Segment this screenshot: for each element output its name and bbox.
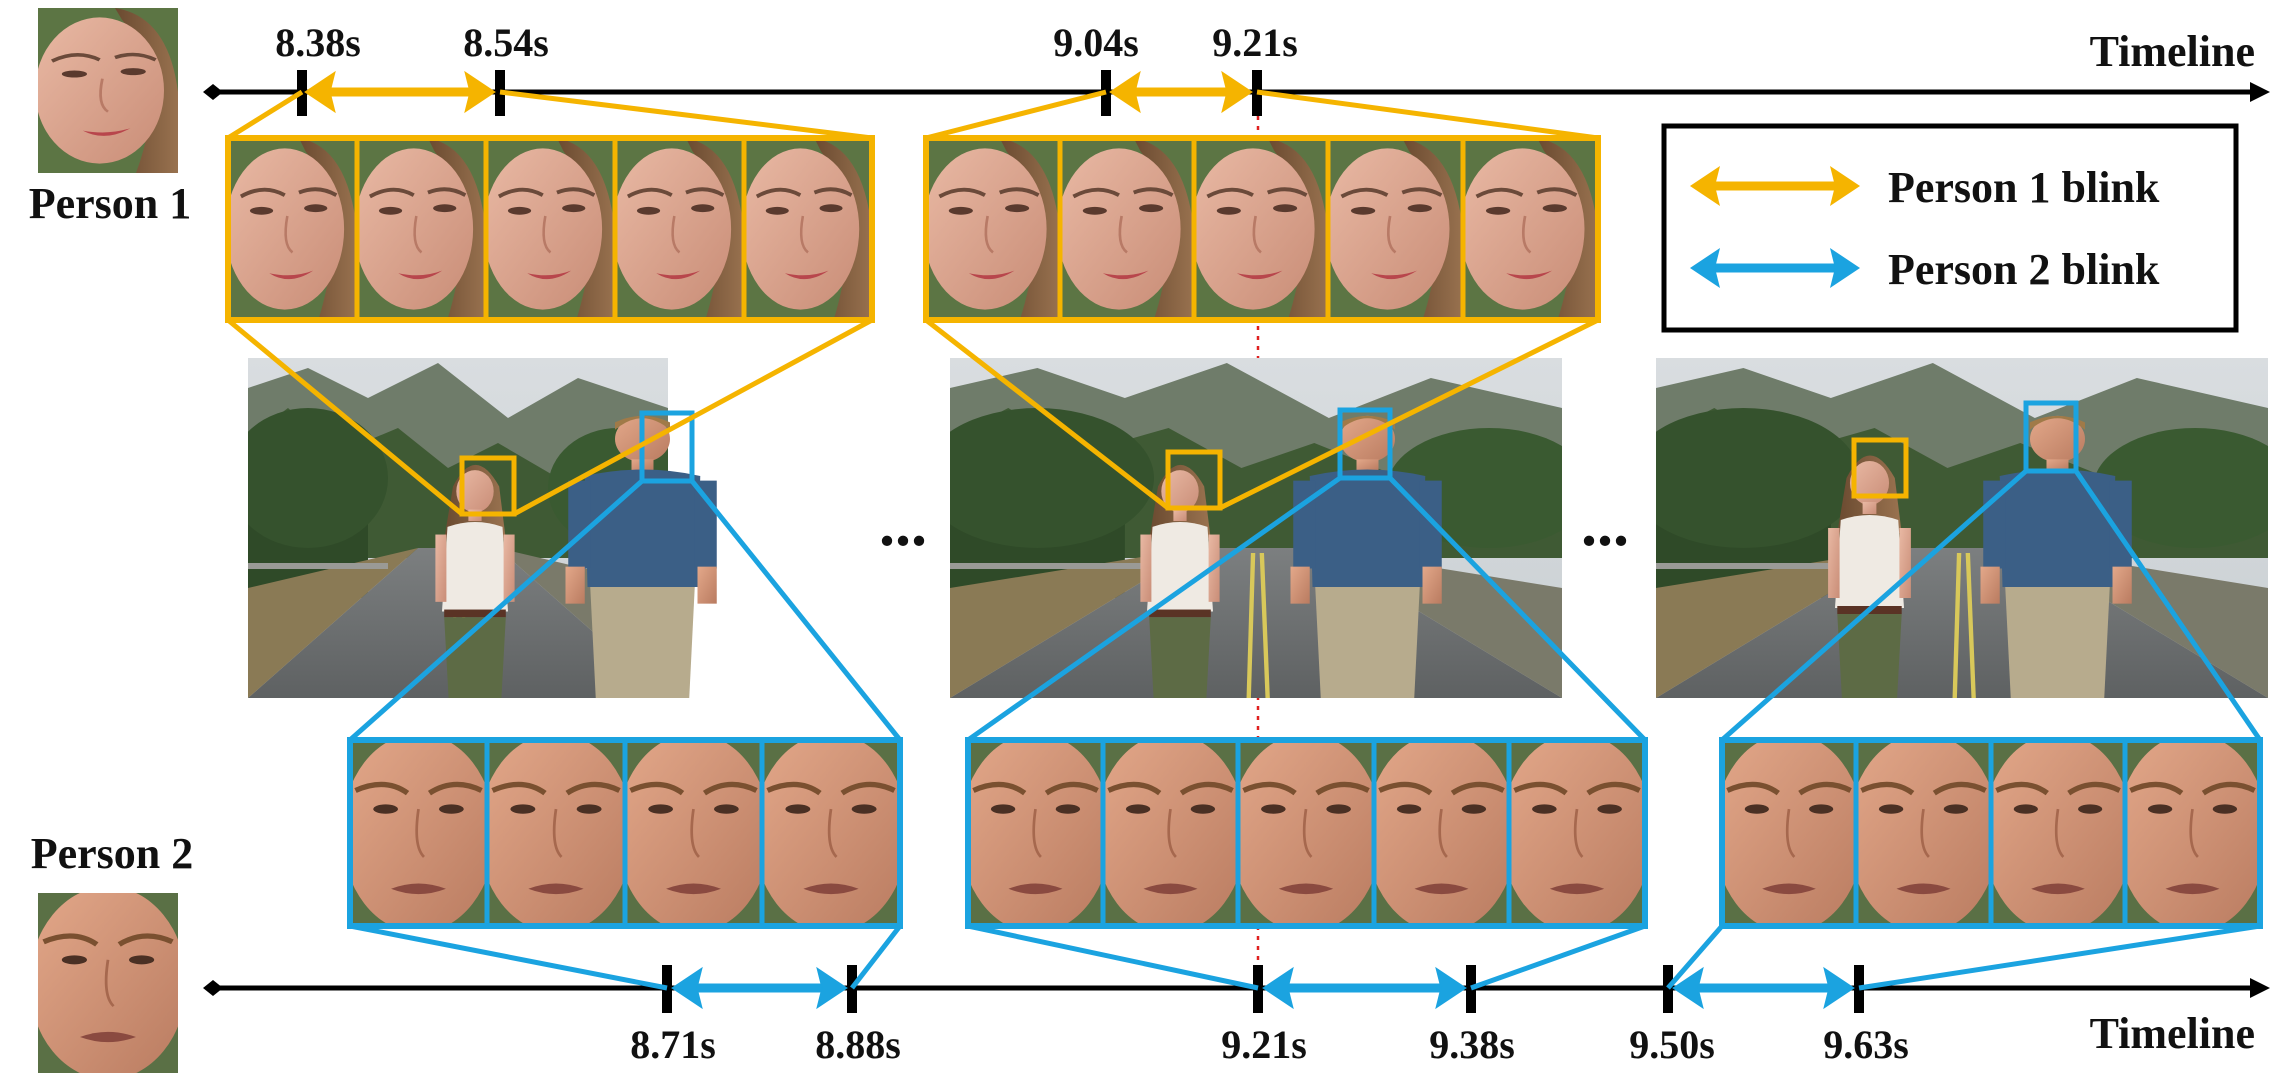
legend-label-person1: Person 1 blink <box>1888 163 2160 212</box>
person2-face-strip-3 <box>1719 737 2263 929</box>
legend-item-person1: Person 1 blink <box>1690 163 2160 212</box>
top-timeline-label: Timeline <box>2090 27 2255 76</box>
bottom-tick-label-1: 8.71s <box>630 1022 716 1067</box>
top-tick-label-1: 8.38s <box>275 20 361 65</box>
person1-zoom-connectors <box>226 89 1600 517</box>
person2-blink-arrow-1 <box>671 966 848 1010</box>
video-frame-2 <box>921 358 1591 698</box>
bottom-tick-label-2: 8.88s <box>815 1022 901 1067</box>
video-frame-1 <box>248 358 717 698</box>
top-tick-label-4: 9.21s <box>1212 20 1298 65</box>
bottom-tick-5: 9.50s <box>1629 965 1715 1067</box>
person1-avatar <box>35 8 180 173</box>
bottom-tick-label-3: 9.21s <box>1221 1022 1307 1067</box>
person1-blink-arrow-1 <box>304 70 496 114</box>
top-timeline: Timeline 8.38s 8.54s 9.04s 9.21s <box>203 20 2270 116</box>
bottom-tick-label-6: 9.63s <box>1823 1022 1909 1067</box>
bottom-tick-label-4: 9.38s <box>1429 1022 1515 1067</box>
bottom-timeline: Timeline 8.71s 8.88s 9.21s 9.38s 9.50s 9… <box>203 965 2270 1067</box>
bottom-tick-4: 9.38s <box>1429 965 1515 1067</box>
bottom-tick-2: 8.88s <box>815 965 901 1067</box>
bottom-timeline-label: Timeline <box>2090 1009 2255 1058</box>
person1-label: Person 1 <box>29 179 192 228</box>
legend-label-person2: Person 2 blink <box>1888 245 2160 294</box>
bottom-tick-1: 8.71s <box>630 965 716 1067</box>
person2-face-strip-2 <box>965 737 1648 929</box>
person1-blink-arrow-2 <box>1109 70 1253 114</box>
person2-blink-arrow-3 <box>1672 966 1855 1010</box>
top-tick-label-2: 8.54s <box>463 20 549 65</box>
person1-face-strip-1 <box>225 135 875 323</box>
person1-face-strip-2 <box>923 135 1601 323</box>
video-frame-3 <box>1627 358 2272 698</box>
bottom-tick-label-5: 9.50s <box>1629 1022 1715 1067</box>
ellipsis-1: ... <box>879 488 927 559</box>
person2-label: Person 2 <box>31 829 194 878</box>
legend: Person 1 blink Person 2 blink <box>1661 123 2239 333</box>
top-tick-label-3: 9.04s <box>1053 20 1139 65</box>
bottom-tick-6: 9.63s <box>1823 965 1909 1067</box>
bottom-tick-3: 9.21s <box>1221 965 1307 1067</box>
person2-face-strip-1 <box>347 737 903 929</box>
ellipsis-2: ... <box>1581 488 1629 559</box>
person2-avatar <box>30 887 187 1073</box>
person2-zoom-connectors <box>348 469 2263 991</box>
legend-item-person2: Person 2 blink <box>1690 245 2160 294</box>
person2-blink-arrow-2 <box>1262 966 1467 1010</box>
